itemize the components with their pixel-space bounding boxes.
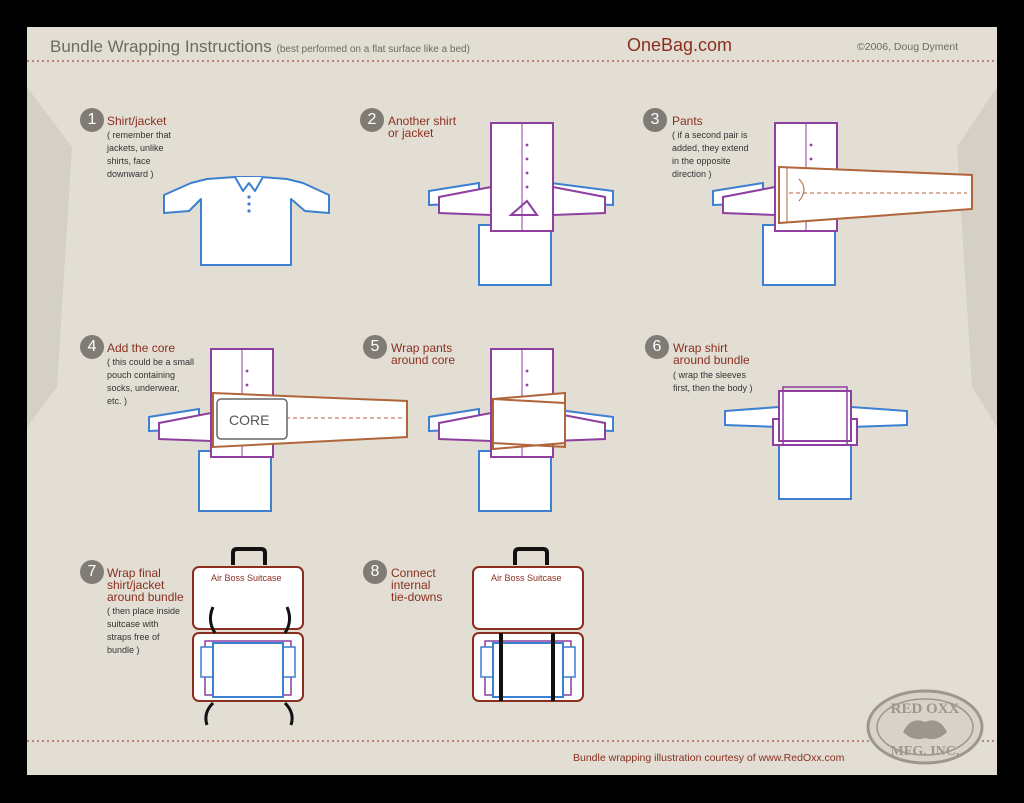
suitcase-label-8: Air Boss Suitcase: [491, 573, 562, 583]
step-3-number: 3: [643, 108, 667, 132]
step-1-number: 1: [80, 108, 104, 132]
background-layer: [27, 60, 997, 742]
step-8-number: 8: [363, 560, 387, 584]
suitcase-label-7: Air Boss Suitcase: [211, 573, 282, 583]
step-2-number: 2: [360, 108, 384, 132]
step-1-title: Shirt/jacket: [107, 114, 167, 128]
step-4-note: ( this could be a small pouch containing…: [107, 357, 195, 406]
site-name: OneBag.com: [627, 35, 733, 55]
title-subtitle: (best performed on a flat surface like a…: [276, 44, 470, 55]
illustrations: RED OXX MFG. INC.: [148, 122, 984, 765]
shirt-wrapped-illustration: [724, 386, 908, 500]
suitcase-open-illustration: [192, 547, 304, 726]
red-oxx-logo: RED OXX MFG. INC.: [866, 689, 984, 765]
step-4-number: 4: [80, 335, 104, 359]
title-text: Bundle Wrapping Instructions: [50, 37, 272, 56]
copyright: ©2006, Doug Dyment: [857, 41, 959, 53]
step-8-title: Connect internal tie-downs: [391, 566, 443, 604]
step-6-note: ( wrap the sleeves first, then the body …: [673, 370, 753, 393]
left-shadow-wedge: [27, 87, 72, 427]
step-7-note: ( then place inside suitcase with straps…: [107, 606, 181, 655]
shirt-illustration: [163, 176, 330, 266]
step-3-note: ( if a second pair is added, they extend…: [672, 130, 749, 179]
suitcase-tied-illustration: [472, 547, 584, 702]
instruction-poster: Bundle Wrapping Instructions (best perfo…: [27, 27, 997, 775]
step-3-title: Pants: [672, 114, 703, 128]
step-5-number: 5: [363, 335, 387, 359]
wrapped-core-illustration: [428, 348, 614, 512]
step-1-note: ( remember that jackets, unlike shirts, …: [107, 130, 172, 179]
step-7-number: 7: [80, 560, 104, 584]
step-7-title: Wrap final shirt/jacket around bundle: [107, 566, 184, 604]
step-5-title: Wrap pants around core: [391, 341, 456, 367]
logo-text-top: RED OXX: [891, 701, 960, 717]
core-illustration: [148, 348, 408, 512]
step-6-title: Wrap shirt around bundle: [673, 341, 750, 367]
footer-credit: Bundle wrapping illustration courtesy of…: [573, 752, 845, 764]
page-title: Bundle Wrapping Instructions (best perfo…: [50, 37, 470, 57]
step-4-title: Add the core: [107, 341, 176, 355]
logo-text-bottom: MFG. INC.: [891, 744, 960, 759]
pants-illustration: [712, 122, 973, 286]
step-6-number: 6: [645, 335, 669, 359]
right-shadow-wedge: [957, 87, 997, 427]
core-label: CORE: [229, 412, 270, 428]
step-2-title: Another shirt or jacket: [388, 114, 457, 140]
two-shirts-illustration: [428, 122, 614, 286]
